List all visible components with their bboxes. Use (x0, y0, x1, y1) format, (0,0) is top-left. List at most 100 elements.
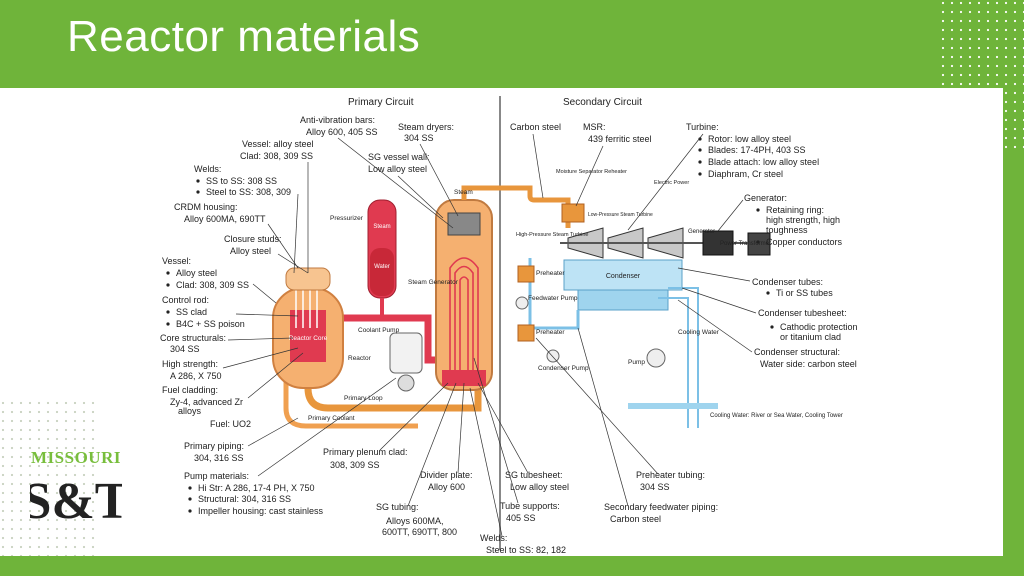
callout-high-strength-val: A 286, X 750 (170, 371, 222, 381)
callout-generator-3: toughness (766, 225, 808, 235)
cooling-water-source-label: Cooling Water: River or Sea Water, Cooli… (710, 413, 843, 419)
cooling-pump (646, 348, 666, 368)
callout-control-rod-2: B4C + SS poison (176, 319, 245, 329)
steam-dryers (447, 212, 481, 236)
callout-sg-wall-val: Low alloy steel (368, 164, 427, 174)
callout-secondary-feedwater: Secondary feedwater piping: (604, 502, 718, 512)
preheater-1 (517, 265, 535, 283)
callout-condenser-tubesheet: Condenser tubesheet: (758, 308, 847, 318)
callout-steam-dryers: Steam dryers: (398, 122, 454, 132)
callout-vessel-1: Alloy steel (176, 268, 217, 278)
reactor-return-pipe (283, 378, 418, 429)
title-bar: Reactor materials (0, 0, 1024, 88)
callout-sg-tubing-1: Alloys 600MA, (386, 516, 444, 526)
feedwater-pump-label: Feedwater Pump (528, 295, 578, 302)
callout-welds-bottom-val: Steel to SS: 82, 182 (486, 545, 566, 555)
callout-fuel-cladding-2: alloys (178, 406, 202, 416)
primary-loop-label: Primary Loop (344, 395, 383, 402)
pump-label: Pump (628, 359, 645, 366)
steam-line-secondary (500, 185, 571, 228)
feedwater-line (528, 258, 580, 330)
callout-core-structurals: Core structurals: (160, 333, 226, 343)
hp-turbine-label: High-Pressure Steam Turbine (516, 232, 588, 238)
svg-text:S&T: S&T (30, 473, 122, 526)
callout-pump-materials: Pump materials: (184, 471, 249, 481)
generator-body (702, 230, 734, 256)
reactor-core-label: Reactor Core (289, 335, 328, 342)
power-transformer-label: Power Transformer (720, 241, 771, 247)
callout-condenser-tubes-val: Ti or SS tubes (776, 288, 833, 298)
callout-pump-3: Impeller housing: cast stainless (198, 506, 324, 516)
callout-turbine-2: Blades: 17-4PH, 403 SS (708, 145, 806, 155)
callout-primary-plenum: Primary plenum clad: (323, 447, 408, 457)
callout-generator-2: high strength, high (766, 215, 840, 225)
sg-bottom-plenum (442, 370, 486, 386)
callout-sg-tubing-2: 600TT, 690TT, 800 (382, 527, 457, 537)
callout-condenser-structural: Condenser structural: (754, 347, 840, 357)
primary-circuit-header: Primary Circuit (348, 97, 414, 108)
pressurizer-steam-label: Steam (373, 224, 390, 230)
callout-tube-supports: Tube supports: (500, 501, 560, 511)
callout-anti-vibration: Anti-vibration bars: (300, 115, 375, 125)
pwr-diagram: Reactor Core Steam Water Condenser Press… (160, 96, 858, 555)
callout-control-rod-1: SS clad (176, 307, 207, 317)
lp-turbine-label: Low-Pressure Steam Turbine (588, 212, 653, 218)
callout-pump-2: Structural: 304, 316 SS (198, 494, 291, 504)
preheater-2-label: Preheater (536, 329, 565, 336)
coolant-pump-impeller (397, 374, 415, 392)
content-panel (0, 88, 1003, 556)
callout-preheater-tubing-val: 304 SS (640, 482, 670, 492)
callout-sg-wall: SG vessel wall: (368, 152, 430, 162)
callout-vessel: Vessel: (162, 256, 191, 266)
callout-msr: MSR: (583, 122, 606, 132)
callout-vessel-top: Vessel: alloy steel (242, 139, 314, 149)
condenser-label: Condenser (606, 273, 641, 280)
callout-turbine-1: Rotor: low alloy steel (708, 134, 791, 144)
cooling-water-basin (628, 403, 718, 409)
callout-turbine-4: Diaphram, Cr steel (708, 169, 783, 179)
reactor-label: Reactor (348, 355, 372, 362)
callout-crdm-val: Alloy 600MA, 690TT (184, 214, 266, 224)
preheater-2 (517, 324, 535, 342)
callout-generator: Generator: (744, 193, 787, 203)
callout-fuel-cladding-1: Zy-4, advanced Zr (170, 397, 243, 407)
callout-preheater-tubing: Preheater tubing: (636, 470, 705, 480)
feedwater-pump (515, 296, 529, 310)
callout-carbon-steel: Carbon steel (510, 122, 561, 132)
callout-condenser-tubes: Condenser tubes: (752, 277, 823, 287)
callout-vessel-top-val: Clad: 308, 309 SS (240, 151, 313, 161)
logo-wordmark: MISSOURI (31, 448, 121, 467)
callout-divider-plate: Divider plate: (420, 470, 473, 480)
slide-title: Reactor materials (67, 12, 421, 61)
callout-primary-plenum-val: 308, 309 SS (330, 460, 380, 470)
pressurizer-label: Pressurizer (330, 215, 364, 222)
callout-condenser-tubesheet-2: or titanium clad (780, 332, 841, 342)
callout-condenser-tubesheet-1: Cathodic protection (780, 322, 858, 332)
decorative-dots-left (0, 400, 96, 556)
hotwell (577, 289, 669, 311)
callout-secondary-feedwater-val: Carbon steel (610, 514, 661, 524)
primary-coolant-label: Primary Coolant (308, 415, 355, 422)
callout-welds-bottom: Welds: (480, 533, 507, 543)
generator-component-label: Generator (688, 229, 715, 235)
callout-vessel-2: Clad: 308, 309 SS (176, 280, 249, 290)
university-logo: MISSOURI S&T (26, 448, 126, 528)
callout-turbine: Turbine: (686, 122, 719, 132)
callout-condenser-structural-val: Water side: carbon steel (760, 359, 857, 369)
callout-msr-val: 439 ferritic steel (588, 134, 652, 144)
bullet-markers (166, 137, 774, 513)
coolant-pump-label: Coolant Pump (358, 327, 400, 334)
callout-generator-1: Retaining ring: (766, 205, 824, 215)
callout-closure-studs-val: Alloy steel (230, 246, 271, 256)
steam-label: Steam (454, 189, 473, 196)
cooling-water-pipe (658, 287, 699, 428)
callout-fuel: Fuel: UO2 (210, 419, 251, 429)
steam-generator-label: Steam Generator (408, 279, 459, 286)
sg-tubes (449, 257, 479, 378)
callout-divider-plate-val: Alloy 600 (428, 482, 465, 492)
callout-primary-piping: Primary piping: (184, 441, 244, 451)
callout-crdm: CRDM housing: (174, 202, 238, 212)
callout-steam-dryers-val: 304 SS (404, 133, 434, 143)
secondary-circuit-header: Secondary Circuit (563, 97, 642, 108)
msr-unit (561, 203, 585, 223)
